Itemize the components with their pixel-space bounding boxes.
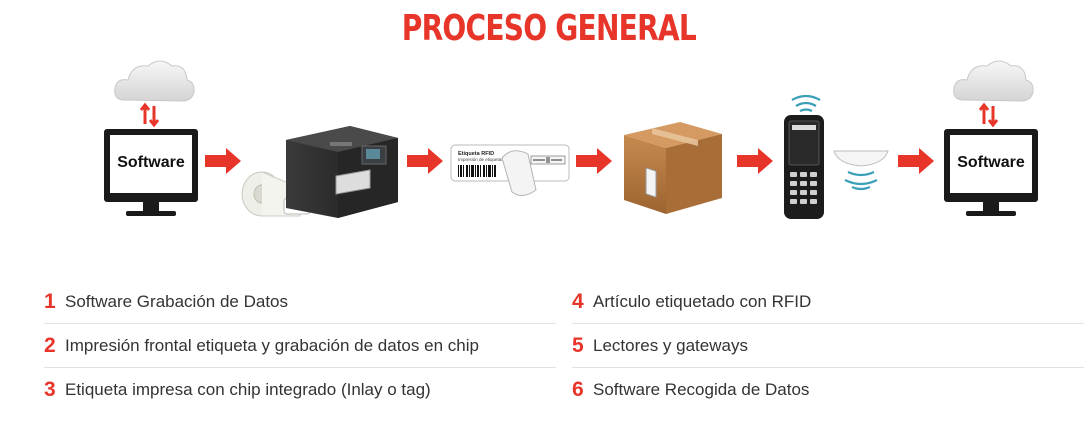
step-number: 3: [44, 378, 56, 401]
flow-arrow-icon: [737, 148, 773, 174]
sync-arrows-icon: [978, 102, 999, 128]
monitor-icon: [104, 129, 198, 216]
sync-arrows-icon: [139, 102, 160, 128]
printer-icon: [286, 126, 398, 218]
label-title-text: Etiqueta RFID: [458, 151, 494, 157]
step-item: 5 Lectores y gateways: [572, 324, 1084, 368]
flow-arrow-icon: [407, 148, 443, 174]
flow-arrow-icon: [898, 148, 934, 174]
diagram-svg: Etiqueta RFID Impresión de etiquetas: [104, 60, 1038, 219]
process-diagram: Etiqueta RFID Impresión de etiquetas: [0, 50, 1087, 240]
label-sub-text: Impresión de etiquetas: [458, 157, 504, 162]
step-text: Software Grabación de Datos: [65, 291, 289, 311]
step-text: Lectores y gateways: [593, 335, 748, 355]
steps-list-left: 1 Software Grabación de Datos 2 Impresió…: [44, 280, 556, 412]
step-number: 5: [572, 333, 584, 357]
right-monitor-label: Software: [957, 154, 1025, 171]
left-monitor-label: Software: [117, 154, 185, 171]
monitor-icon: [944, 129, 1038, 216]
step-text: Artículo etiquetado con RFID: [593, 291, 812, 311]
box-icon: [624, 122, 722, 214]
gateway-antenna-icon: [833, 150, 889, 191]
handheld-reader-icon: [784, 94, 824, 219]
steps-list-right: 4 Artículo etiquetado con RFID 5 Lectore…: [572, 280, 1084, 412]
flow-arrow-icon: [205, 148, 241, 174]
step-number: 2: [44, 333, 56, 357]
flow-arrow-icon: [576, 148, 612, 174]
step-item: 3 Etiqueta impresa con chip integrado (I…: [44, 368, 556, 412]
step-number: 6: [572, 378, 584, 401]
rfid-label-icon: Etiqueta RFID Impresión de etiquetas: [450, 144, 570, 196]
page-title: PROCESO GENERAL: [401, 8, 697, 49]
step-number: 4: [572, 289, 584, 313]
step-item: 1 Software Grabación de Datos: [44, 280, 556, 324]
cloud-icon: [953, 60, 1034, 102]
step-item: 6 Software Recogida de Datos: [572, 368, 1084, 412]
step-text: Impresión frontal etiqueta y grabación d…: [65, 335, 479, 355]
cloud-icon: [114, 60, 195, 102]
step-number: 1: [44, 289, 56, 313]
step-item: 2 Impresión frontal etiqueta y grabación…: [44, 324, 556, 368]
step-text: Software Recogida de Datos: [593, 380, 810, 399]
step-item: 4 Artículo etiquetado con RFID: [572, 280, 1084, 324]
step-text: Etiqueta impresa con chip integrado (Inl…: [65, 380, 431, 399]
